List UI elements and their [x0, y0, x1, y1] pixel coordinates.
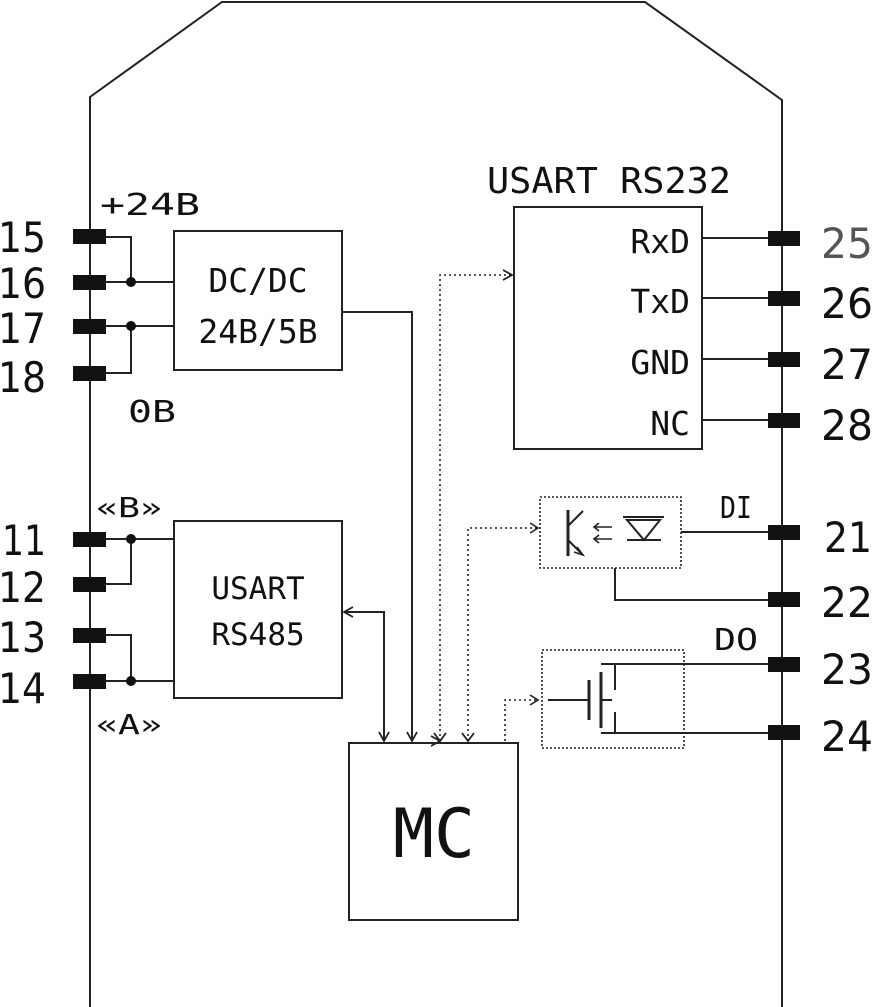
- pin-25-pad: [768, 231, 800, 246]
- line-a-label: «А»: [96, 708, 162, 741]
- pin-12-pad: [73, 577, 106, 592]
- dcdc-title: DC/DC: [208, 261, 307, 300]
- rs232-wiring: [702, 237, 770, 421]
- pin-28-number: 28: [821, 401, 873, 450]
- mc-rs232-arrow-down: [433, 732, 447, 743]
- di-pins: 21 22: [768, 513, 873, 627]
- mosfet-symbol: [548, 663, 615, 734]
- rs232-title: USART RS232: [487, 161, 731, 202]
- do-label: DO: [714, 623, 758, 658]
- pin-15-number: 15: [0, 213, 46, 262]
- pin-15-pad: [73, 229, 106, 244]
- mc-to-do-link: [504, 699, 538, 741]
- mc-label: MC: [393, 795, 475, 874]
- mc-block: [348, 742, 519, 921]
- pin-22-pad: [768, 592, 800, 607]
- pin-24-number: 24: [821, 712, 873, 761]
- dcdc-to-mc-line: [342, 311, 418, 743]
- pin-22-number: 22: [821, 578, 873, 627]
- pin-28-pad: [768, 413, 800, 428]
- rs485-subtitle: RS485: [211, 617, 304, 653]
- mc-to-di-link: [467, 527, 538, 741]
- pin-14-pad: [73, 674, 106, 689]
- rs485-title: USART: [211, 571, 304, 607]
- phototransistor-symbol: [566, 510, 586, 557]
- mc-to-rs232-link: [439, 269, 514, 741]
- pin-18-number: 18: [0, 353, 46, 402]
- pin-25-number: 25: [821, 219, 873, 268]
- pin-27-pad: [768, 352, 800, 367]
- zero-volt-label: 0В: [128, 395, 176, 430]
- pin-13-number: 13: [0, 613, 46, 662]
- power-pins: 15 16 17 18: [0, 213, 106, 402]
- txd-label: TxD: [630, 282, 690, 321]
- pin-23-pad: [768, 657, 800, 672]
- dcdc-ratio: 24В/5В: [198, 312, 317, 351]
- rs485-pins: 11 12 13 14: [0, 516, 106, 713]
- pin-11-number: 11: [2, 516, 46, 565]
- do-pins: 23 24: [768, 645, 873, 761]
- pin-21-number: 21: [824, 513, 872, 562]
- rs485-block: [173, 520, 343, 699]
- rs485-wiring: [106, 534, 174, 686]
- do-return-line: [614, 712, 770, 734]
- rxd-label: RxD: [630, 222, 690, 261]
- line-b-label: «В»: [96, 491, 162, 524]
- optical-arrows: [592, 522, 612, 544]
- power-wiring: [106, 236, 174, 374]
- di-label: DI: [720, 491, 752, 526]
- rs485-mc-link: [342, 606, 390, 743]
- dcdc-converter-block: [173, 230, 343, 371]
- pin-17-number: 17: [0, 304, 46, 353]
- pin-18-pad: [73, 366, 106, 381]
- led-symbol: [623, 516, 664, 542]
- pin-14-number: 14: [0, 664, 46, 713]
- rs232-block: [513, 206, 703, 450]
- di-optocoupler: [539, 496, 682, 569]
- plus24-label: +24В: [100, 188, 200, 223]
- gnd-label: GND: [630, 343, 690, 382]
- pin-12-number: 12: [0, 563, 46, 612]
- pin-16-number: 16: [0, 259, 46, 308]
- pin-27-number: 27: [821, 340, 873, 389]
- pin-16-pad: [73, 275, 106, 290]
- nc-label: NC: [650, 404, 690, 443]
- pin-26-number: 26: [821, 279, 873, 328]
- pin-23-number: 23: [821, 645, 873, 694]
- pin-11-pad: [73, 532, 106, 547]
- di-return-line: [614, 568, 770, 601]
- do-output-line: [614, 663, 770, 690]
- pin-13-pad: [73, 628, 106, 643]
- rs232-pins: 25 26 27 28: [768, 219, 873, 450]
- pin-26-pad: [768, 291, 800, 306]
- device-housing: [89, 1, 783, 1007]
- pin-21-pad: [768, 525, 800, 540]
- pin-17-pad: [73, 319, 106, 334]
- pin-24-pad: [768, 725, 800, 740]
